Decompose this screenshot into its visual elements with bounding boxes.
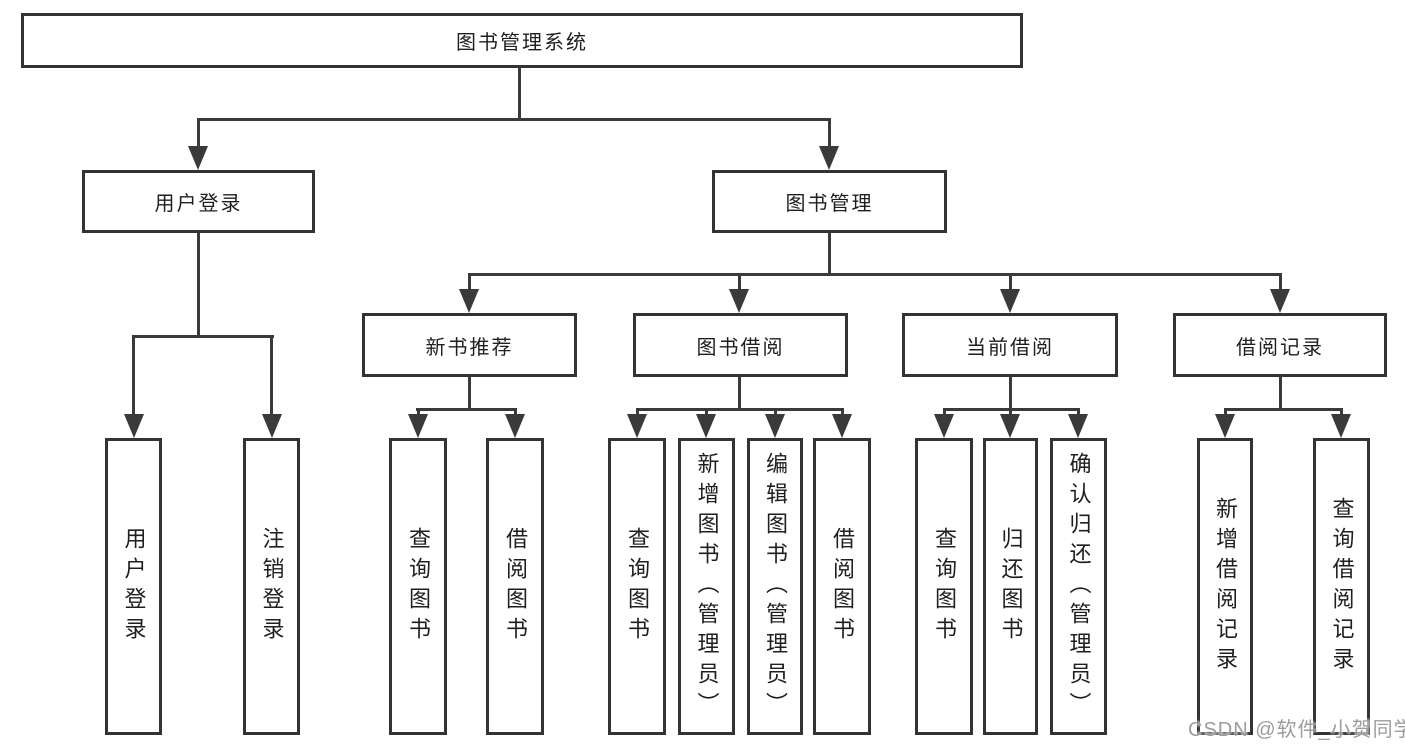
arrowhead-leaf-user-login-icon	[124, 414, 144, 438]
node-book-borrow: 图书借阅	[633, 313, 848, 377]
watermark: CSDN @软件_小贺同学	[1188, 719, 1405, 741]
arrowhead-current-borrow-icon	[1000, 289, 1020, 313]
connector-drop-leaf-logout	[270, 335, 273, 418]
arrowhead-leaf-logout-icon	[262, 414, 282, 438]
node-library-management-system: 图书管理系统	[21, 13, 1023, 68]
leaf-user-login: 用户登录	[105, 438, 162, 735]
leaf-newbook-query-books: 查询图书	[389, 438, 447, 735]
node-current-borrow: 当前借阅	[902, 313, 1118, 377]
connector-records-stub	[1279, 377, 1282, 411]
node-borrow-records: 借阅记录	[1173, 313, 1387, 377]
leaf-borrow-add-books-admin: 新增图书（管理员）	[678, 438, 735, 735]
connector-userlogin-hline	[132, 335, 274, 338]
connector-drop-bb-edit	[774, 408, 777, 418]
connector-drop-bb-query	[636, 408, 639, 418]
arrowhead-nb-borrow-icon	[505, 414, 525, 438]
connector-drop-cb-query	[943, 408, 946, 418]
connector-drop-br-add	[1224, 408, 1227, 418]
connector-bookmgmt-stub	[828, 233, 831, 276]
connector-newbook-hline	[416, 408, 517, 411]
leaf-borrow-borrow-books: 借阅图书	[813, 438, 871, 735]
connector-drop-leaf-user-login	[132, 335, 135, 418]
connector-currentborrow-stub	[1009, 377, 1012, 411]
connector-drop-book-borrow	[738, 273, 741, 293]
connector-drop-current-borrow	[1009, 273, 1012, 293]
leaf-current-return-books: 归还图书	[983, 438, 1038, 735]
leaf-borrow-edit-books-admin: 编辑图书（管理员）	[747, 438, 803, 735]
connector-drop-user-login	[197, 118, 200, 150]
arrowhead-user-login-icon	[188, 146, 208, 170]
connector-drop-cb-confirm	[1077, 408, 1080, 418]
arrowhead-new-book-icon	[459, 289, 479, 313]
arrowhead-book-borrow-icon	[729, 289, 749, 313]
connector-drop-cb-return	[1009, 408, 1012, 418]
leaf-current-query-books: 查询图书	[915, 438, 973, 735]
connector-records-hline	[1224, 408, 1343, 411]
leaf-records-add-borrow-record: 新增借阅记录	[1197, 438, 1253, 735]
connector-userlogin-stub	[197, 233, 200, 338]
connector-drop-bb-borrow	[841, 408, 844, 418]
arrowhead-cb-return-icon	[1000, 414, 1020, 438]
connector-drop-book-management	[828, 118, 831, 150]
arrowhead-cb-confirm-icon	[1068, 414, 1088, 438]
arrowhead-book-management-icon	[819, 146, 839, 170]
arrowhead-br-query-icon	[1331, 414, 1351, 438]
arrowhead-nb-query-icon	[408, 414, 428, 438]
connector-drop-nb-borrow	[514, 408, 517, 418]
arrowhead-bb-query-icon	[627, 414, 647, 438]
node-user-login: 用户登录	[82, 170, 315, 233]
connector-drop-new-book	[468, 273, 471, 293]
connector-drop-nb-query	[417, 408, 420, 418]
connector-bookmgmt-hline	[468, 273, 1282, 276]
node-new-book-recommend: 新书推荐	[362, 313, 577, 377]
leaf-current-confirm-return-admin: 确认归还（管理员）	[1050, 438, 1107, 735]
connector-newbook-stub	[468, 377, 471, 411]
connector-bookborrow-hline	[636, 408, 844, 411]
arrowhead-bb-add-icon	[696, 414, 716, 438]
connector-drop-bb-add	[705, 408, 708, 418]
arrowhead-borrow-records-icon	[1270, 289, 1290, 313]
node-book-management: 图书管理	[712, 170, 947, 233]
connector-bookborrow-stub	[738, 377, 741, 411]
arrowhead-bb-edit-icon	[765, 414, 785, 438]
leaf-logout: 注销登录	[243, 438, 300, 735]
connector-drop-borrow-records	[1279, 273, 1282, 293]
leaf-records-query-borrow-record: 查询借阅记录	[1313, 438, 1370, 735]
arrowhead-bb-borrow-icon	[832, 414, 852, 438]
arrowhead-cb-query-icon	[934, 414, 954, 438]
connector-drop-br-query	[1340, 408, 1343, 418]
connector-root-hline	[197, 118, 831, 121]
connector-root-stub	[518, 68, 521, 120]
arrowhead-br-add-icon	[1215, 414, 1235, 438]
leaf-borrow-query-books: 查询图书	[608, 438, 666, 735]
leaf-newbook-borrow-books: 借阅图书	[486, 438, 544, 735]
